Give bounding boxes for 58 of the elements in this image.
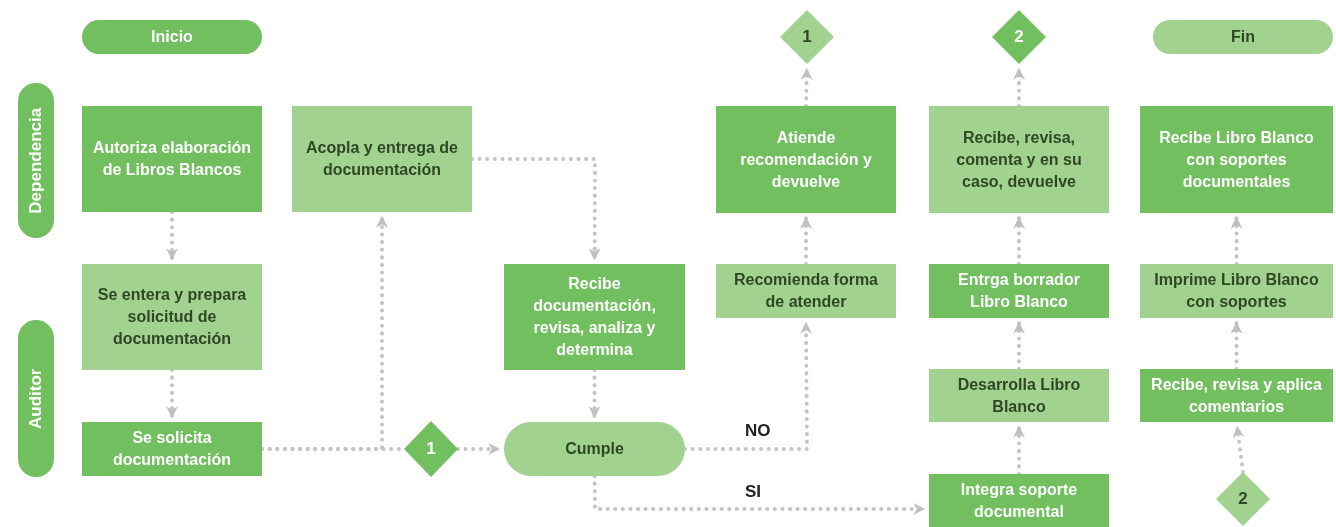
- step-text: Imprime Libro Blanco con soportes: [1153, 270, 1320, 312]
- dotted-arrow: [800, 67, 813, 108]
- connector-number: 2: [1238, 488, 1248, 511]
- terminal-pill: [1153, 20, 1333, 54]
- process-box: [929, 369, 1109, 422]
- process-box: [716, 106, 896, 213]
- step-text: Entrga borrador Libro Blanco: [957, 270, 1081, 312]
- dotted-arrow: [588, 368, 601, 419]
- dotted-arrow: [1232, 424, 1245, 474]
- terminal-pill: [82, 20, 262, 54]
- process-box: [1140, 106, 1333, 213]
- dotted-arrow: [470, 157, 601, 261]
- process-box: [929, 264, 1109, 318]
- step-text: Recibe, revisa y aplica comentarios: [1150, 374, 1323, 417]
- process-box: [716, 264, 896, 318]
- step-text: Recibe documentación, revisa, analiza y determina: [532, 274, 657, 360]
- connector-number: 1: [426, 438, 436, 461]
- step-text: Se entera y prepara solicitud de documentación: [96, 285, 248, 349]
- process-box: [82, 422, 262, 476]
- dotted-arrow: [1013, 67, 1025, 108]
- dotted-arrow: [166, 210, 178, 261]
- dotted-arrow: [800, 216, 812, 266]
- lane-title: Dependencia: [25, 107, 47, 214]
- step-text: Autoriza elaboración de Libros Blancos: [91, 138, 253, 180]
- dotted-arrow: [166, 368, 178, 419]
- step-text: Recibe, revisa, comenta y en su caso, devuelve: [955, 127, 1083, 192]
- process-box: [1140, 264, 1333, 318]
- connector-number: 2: [1014, 26, 1024, 49]
- step-text: Integra soporte documental: [959, 479, 1079, 522]
- dotted-arrow: [1013, 216, 1025, 266]
- step-text: Inicio: [150, 27, 194, 47]
- step-text: Cumple: [564, 439, 625, 459]
- lane-label: [18, 83, 54, 238]
- process-box: [929, 474, 1109, 527]
- dotted-arrow: [683, 321, 813, 451]
- step-text: Recibe Libro Blanco con soportes documentales: [1158, 127, 1315, 192]
- step-text: Se solicita documentación: [111, 428, 233, 470]
- dotted-arrow: [1013, 425, 1025, 476]
- process-box: [504, 264, 685, 370]
- connector-number: 1: [802, 26, 812, 49]
- step-text: Atiende recomendación y devuelve: [739, 127, 873, 192]
- dotted-arrow: [1230, 216, 1243, 266]
- process-box: [1140, 369, 1333, 422]
- terminal-pill: [504, 422, 685, 476]
- lane-title: Auditor: [25, 368, 47, 429]
- dotted-arrow: [456, 443, 501, 455]
- step-text: Acopla y entrega de documentación: [304, 138, 459, 180]
- lane-label: [18, 320, 54, 477]
- process-box: [929, 106, 1109, 213]
- step-text: Recomienda forma de atender: [732, 270, 879, 312]
- process-box: [82, 106, 262, 212]
- process-box: [292, 106, 472, 212]
- dotted-arrow: [1230, 321, 1243, 371]
- dotted-arrow: [1013, 321, 1025, 371]
- step-text: Fin: [1230, 27, 1256, 47]
- step-text: Desarrolla Libro Blanco: [956, 374, 1082, 417]
- process-box: [82, 264, 262, 370]
- dotted-arrow: [592, 474, 926, 515]
